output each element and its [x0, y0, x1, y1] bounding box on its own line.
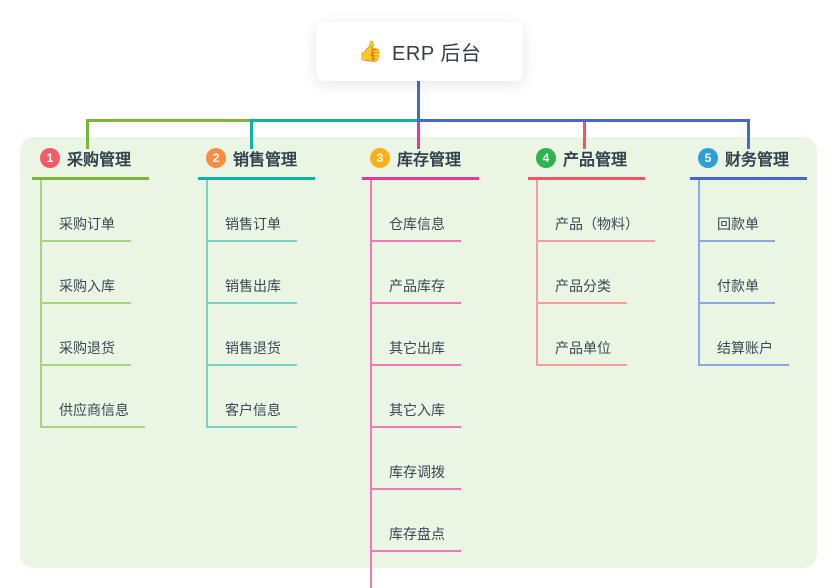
branch-title-2: 销售管理 — [233, 152, 298, 169]
mindmap-item-node[interactable]: 付款单 — [700, 242, 775, 304]
mindmap-item-node[interactable]: 产品单位 — [538, 304, 627, 366]
mindmap-item-node[interactable]: 库存盘点 — [372, 490, 461, 552]
branch-number-badge-2: 2 — [206, 148, 226, 168]
branch-1: 1 采购管理采购订单采购入库采购退货供应商信息 — [32, 146, 150, 428]
mindmap-item-node[interactable]: 产品（物料） — [538, 180, 655, 242]
hline-segment-3 — [417, 119, 750, 122]
hline-segment-2 — [250, 119, 420, 122]
branch-drop-line-1 — [86, 120, 89, 149]
mindmap-item-node[interactable]: 采购入库 — [42, 242, 131, 304]
branch-items-2: 销售订单销售出库销售退货客户信息 — [206, 180, 297, 428]
root-drop-line — [417, 81, 420, 122]
mindmap-item-node[interactable]: 结算账户 — [700, 304, 789, 366]
branch-5: 5 财务管理回款单付款单结算账户 — [690, 146, 808, 366]
mindmap-item-node[interactable]: 销售订单 — [208, 180, 297, 242]
mindmap-item-node[interactable]: 其它入库 — [372, 366, 461, 428]
branch-title-4: 产品管理 — [563, 152, 628, 169]
hline-segment-1 — [86, 119, 253, 122]
branch-items-5: 回款单付款单结算账户 — [698, 180, 789, 366]
mindmap-item-node[interactable]: 库存调拨 — [372, 428, 461, 490]
branch-4: 4 产品管理产品（物料）产品分类产品单位 — [528, 146, 655, 366]
branch-header-5[interactable]: 5 财务管理 — [690, 146, 808, 180]
mindmap-item-node[interactable]: 客户信息 — [208, 366, 297, 428]
mindmap-item-node[interactable]: 出库库明细 — [372, 552, 475, 588]
mindmap-item-node[interactable]: 采购退货 — [42, 304, 131, 366]
mindmap-item-node[interactable]: 其它出库 — [372, 304, 461, 366]
branch-items-4: 产品（物料）产品分类产品单位 — [536, 180, 655, 366]
mindmap-item-node[interactable]: 仓库信息 — [372, 180, 461, 242]
branch-title-5: 财务管理 — [725, 152, 790, 169]
branch-number-badge-4: 4 — [536, 148, 556, 168]
branch-number-badge-1: 1 — [40, 148, 60, 168]
branch-2: 2 销售管理销售订单销售出库销售退货客户信息 — [198, 146, 316, 428]
mindmap-item-node[interactable]: 回款单 — [700, 180, 775, 242]
branch-title-1: 采购管理 — [67, 152, 132, 169]
mindmap-item-node[interactable]: 产品分类 — [538, 242, 627, 304]
branch-title-3: 库存管理 — [397, 152, 462, 169]
branches-panel — [20, 137, 817, 568]
branch-header-1[interactable]: 1 采购管理 — [32, 146, 150, 180]
branch-header-3[interactable]: 3 库存管理 — [362, 146, 480, 180]
branch-drop-line-3 — [417, 120, 420, 149]
branch-items-3: 仓库信息产品库存其它出库其它入库库存调拨库存盘点出库库明细 — [370, 180, 475, 588]
branch-drop-line-5 — [747, 120, 750, 149]
branch-number-badge-3: 3 — [370, 148, 390, 168]
branch-items-1: 采购订单采购入库采购退货供应商信息 — [40, 180, 145, 428]
branch-3: 3 库存管理仓库信息产品库存其它出库其它入库库存调拨库存盘点出库库明细 — [362, 146, 480, 588]
mindmap-item-node[interactable]: 销售退货 — [208, 304, 297, 366]
branch-drop-line-4 — [583, 120, 586, 149]
branch-header-2[interactable]: 2 销售管理 — [198, 146, 316, 180]
branch-header-4[interactable]: 4 产品管理 — [528, 146, 646, 180]
root-node-label: ERP 后台 — [392, 43, 482, 65]
mindmap-item-node[interactable]: 供应商信息 — [42, 366, 145, 428]
mindmap-item-node[interactable]: 产品库存 — [372, 242, 461, 304]
branch-drop-line-2 — [250, 120, 253, 149]
mindmap-item-node[interactable]: 采购订单 — [42, 180, 131, 242]
mindmap-item-node[interactable]: 销售出库 — [208, 242, 297, 304]
thumbs-up-icon: 👍 — [357, 40, 384, 63]
root-node[interactable]: 👍 ERP 后台 — [316, 22, 523, 81]
branch-number-badge-5: 5 — [698, 148, 718, 168]
